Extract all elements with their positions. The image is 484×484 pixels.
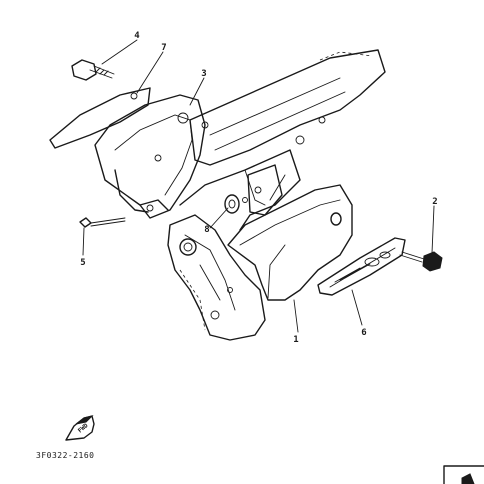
- callout-3: 3: [201, 69, 206, 79]
- callout-4: 4: [134, 31, 140, 41]
- part-2-screw: [399, 251, 443, 272]
- callout-1: 1: [293, 335, 298, 345]
- leader-lines: [82, 39, 435, 333]
- part-6-emblem: [317, 237, 406, 296]
- corner-mark: [443, 465, 484, 484]
- frame: [167, 49, 386, 341]
- callout-8: 8: [204, 225, 209, 235]
- diagram-code: 3F0322-2160: [36, 451, 94, 460]
- fwd-direction-icon: FWD: [65, 415, 95, 441]
- part-8-grommet: [224, 194, 240, 214]
- part-7-plate: [49, 87, 151, 149]
- part-3-left-cover: [94, 94, 206, 219]
- callout-2: 2: [432, 197, 437, 207]
- callout-5: 5: [80, 258, 85, 268]
- callout-6: 6: [361, 328, 366, 338]
- part-5-bolt: [79, 217, 126, 228]
- callout-labels: 1 2 3 4 5 6 7 8: [80, 31, 437, 345]
- part-4-screw: [71, 59, 115, 81]
- part-1-right-cover: [227, 184, 353, 301]
- callout-7: 7: [161, 43, 166, 53]
